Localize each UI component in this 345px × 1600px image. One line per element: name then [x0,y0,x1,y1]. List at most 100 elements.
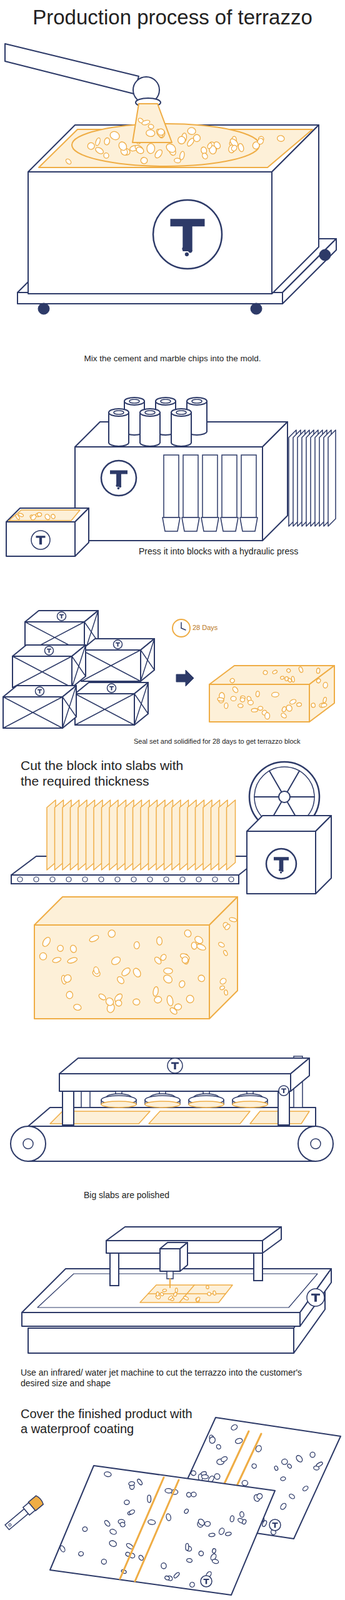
bench-top [21,1268,332,1313]
marble-chip [164,141,177,155]
roller-axle [23,1138,34,1149]
marble-chip [206,1285,210,1290]
cut-tiles [140,1285,233,1303]
ram-foot [162,517,180,532]
marble-chip [186,1491,192,1498]
marble-chip [120,966,132,977]
marble-chips [65,135,285,165]
brand-logo [167,1058,183,1074]
marble-chip [131,966,142,979]
table-roller [82,876,88,882]
marble-chip [164,1575,170,1581]
crate-brace [62,685,77,729]
step-caption: Big slabs are polished [83,1190,284,1201]
marble-chip [183,928,192,939]
marble-chip [110,955,122,967]
step-caption: Mix the cement and marble chips into the… [0,353,345,364]
marble-chip [195,1296,201,1303]
gantry-beam [59,1058,310,1092]
marble-chip [153,955,162,965]
saw-housing-front [246,831,316,894]
cylinder-top [171,408,192,417]
polishing-head [232,1091,268,1108]
logo-ring [101,460,137,496]
marble-chip [251,708,258,712]
marble-chip [218,976,227,985]
marble-chip [175,1288,178,1293]
marble-chip [217,941,225,949]
clock-hand [180,622,182,629]
marble-chip [43,513,51,521]
brush-handle [5,1508,29,1530]
marble-chip [231,685,240,694]
crate-brace [75,693,135,725]
marble-chip [195,943,207,952]
marble-chip [155,128,165,139]
head-pad [232,1101,268,1108]
crate-brace [3,696,63,729]
cylinder-edge [128,412,130,443]
marble-chip [257,706,264,711]
marble-chip [160,1291,165,1297]
polishing-head [188,1091,224,1108]
crate-brace [81,650,141,682]
marble-chip [62,973,73,984]
wheel-spoke [287,770,300,792]
marble-chip [133,941,140,949]
marble-chip [186,126,196,135]
marble-chip [211,1558,220,1565]
marble-chips [217,916,237,996]
logo-ring [266,848,297,879]
marble-chip [73,1003,82,1012]
marble-chip [196,1518,206,1527]
marble-chip [128,1481,135,1486]
marble-chip [185,994,195,1004]
marble-chip [163,968,174,975]
press-ram [221,455,237,518]
marble-chip [18,512,24,518]
table-roller [228,876,234,882]
logo-mark [46,648,52,654]
marble-chip [217,697,225,702]
marble-chips [229,666,320,684]
cylinder-fill [171,412,191,443]
marble-chip [178,980,186,989]
marble-chip [247,700,254,706]
marble-chip [156,936,163,946]
cylinder-side [171,412,192,443]
gantry-beam-front [59,1073,291,1092]
marble-chip [265,712,270,720]
marble-chip [145,129,155,137]
press-ram [163,455,179,518]
table-roller [98,876,104,882]
marble-chip [235,1437,244,1445]
marble-chip [271,669,278,675]
drawer-fill [8,510,80,521]
polishing-head [145,1091,180,1108]
crate-brace [75,693,135,725]
marble-chip [286,668,292,674]
marble-chip [146,143,155,154]
wheel-spoke [269,770,282,792]
marble-chip [88,934,100,944]
brand-logo [269,1519,281,1531]
pipe-body [5,43,139,94]
logo-dot [185,252,189,257]
ram-foot [240,517,258,532]
marble-chip [284,676,289,681]
marble-chip [95,137,102,147]
marble-chip [59,1545,67,1553]
press-illustration [6,397,336,557]
marble-chip [190,1491,197,1497]
brand-logo [31,530,50,550]
logo-ring [167,1058,183,1074]
curing-crate-side [140,638,155,682]
cylinder-rod [145,410,155,415]
marble-chip [239,696,245,702]
cylinder-edge [206,401,208,432]
jet-head [160,1242,188,1272]
marble-chip [106,928,117,939]
step-caption: Seal set and solidified for 28 days to g… [133,737,342,746]
cylinder-rod [160,399,171,404]
marble-chip [173,157,181,164]
